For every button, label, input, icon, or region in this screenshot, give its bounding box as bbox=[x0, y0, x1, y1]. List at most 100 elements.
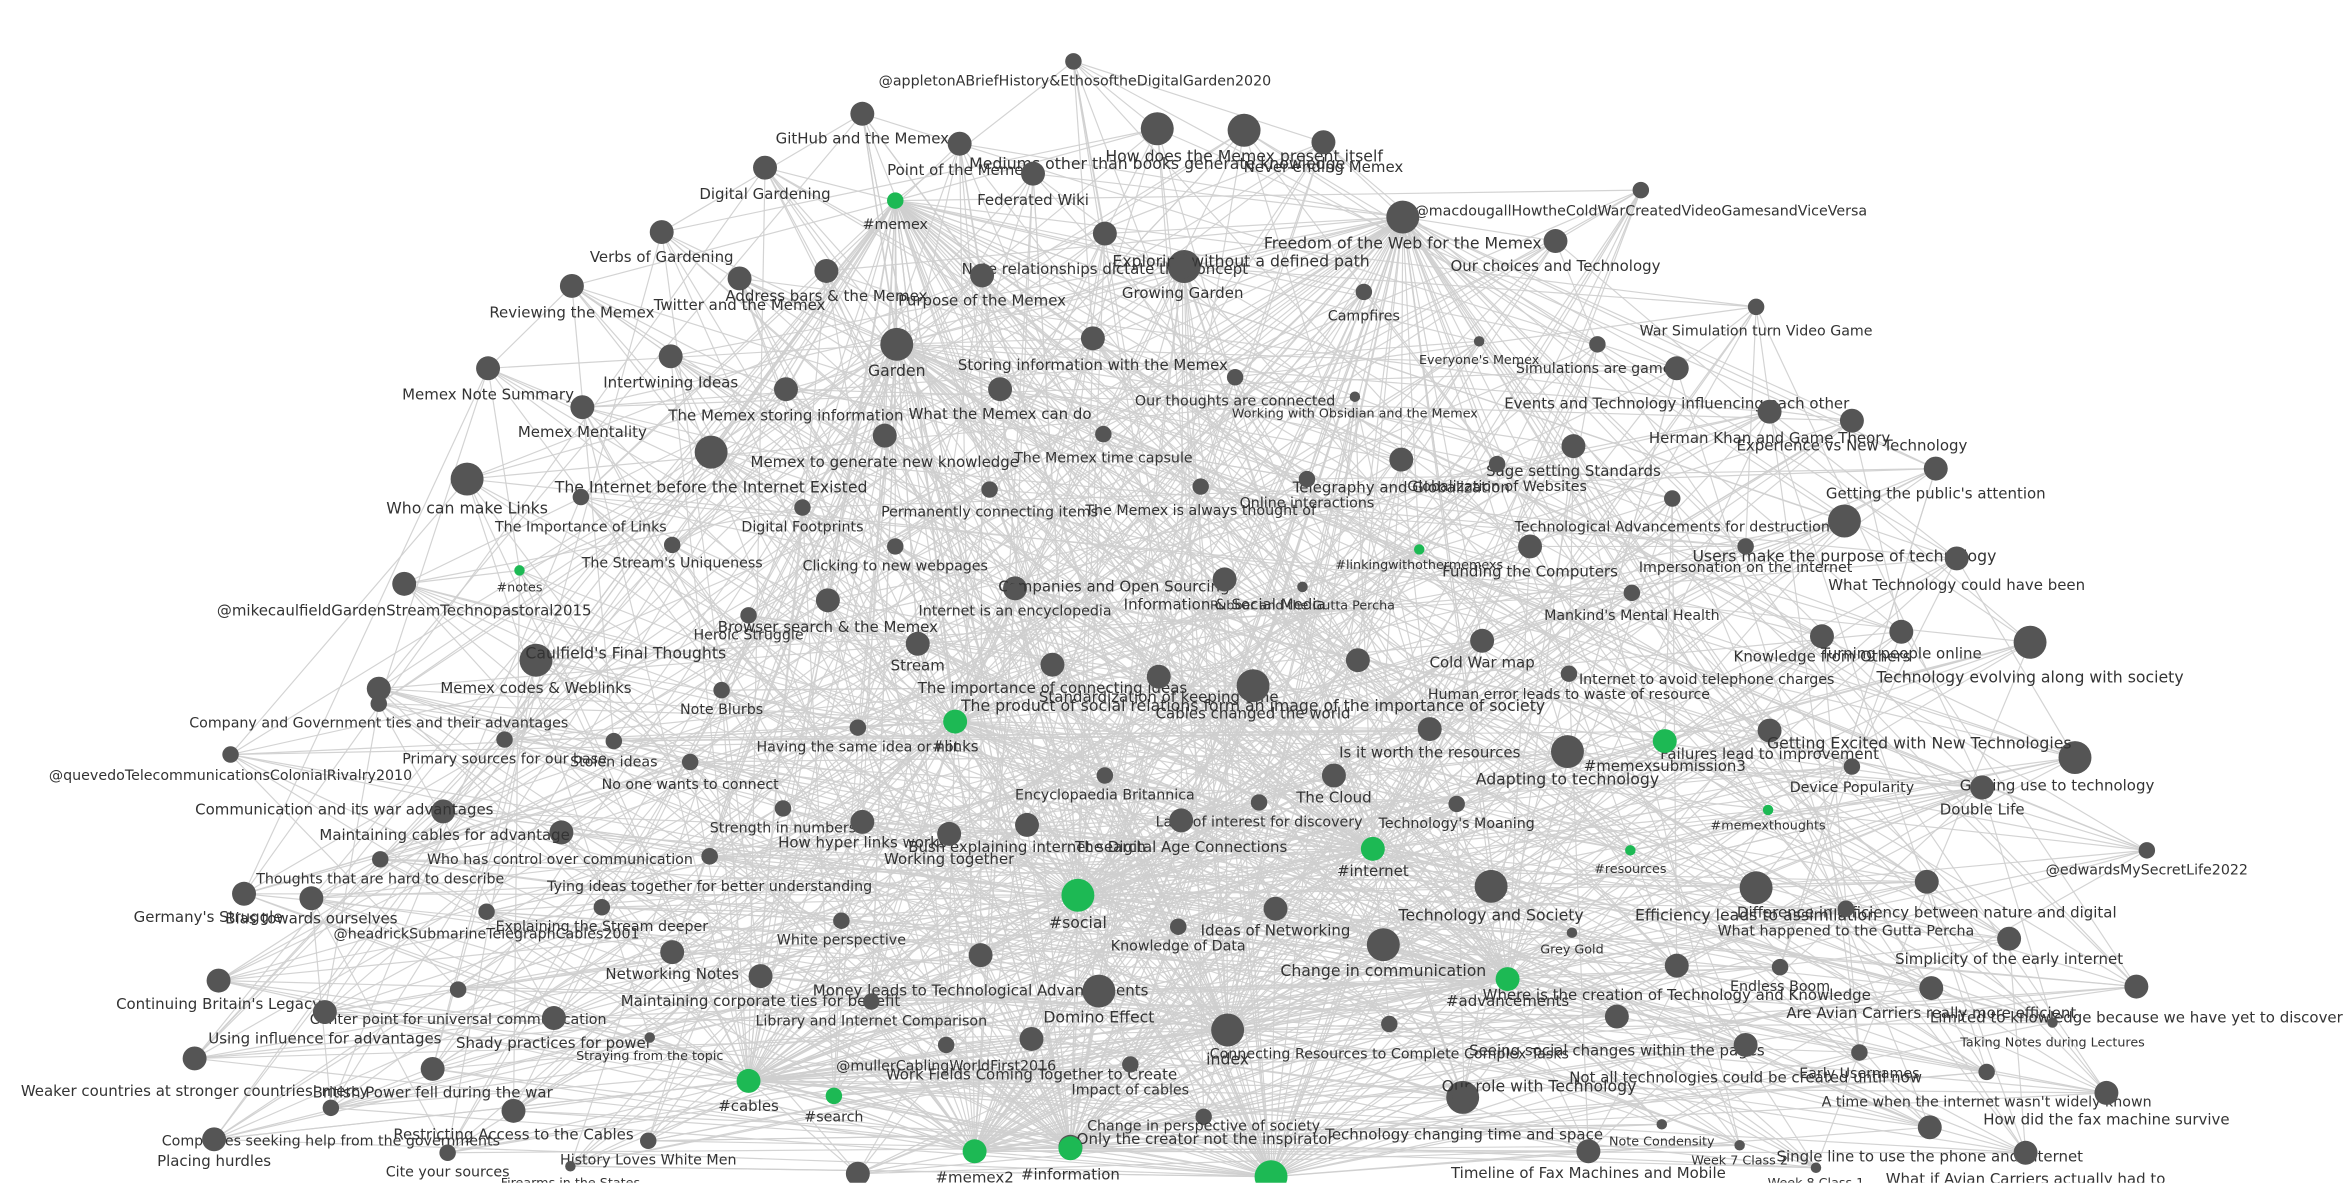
note-node[interactable]: Globalization of Websites bbox=[1407, 455, 1587, 495]
note-node[interactable]: Difference in efficiency between nature … bbox=[1737, 869, 2117, 922]
note-node-dot[interactable] bbox=[1448, 795, 1465, 813]
note-node-dot[interactable] bbox=[644, 1032, 655, 1043]
note-node[interactable]: Weaker countries at stronger countries' … bbox=[21, 1046, 369, 1100]
note-node-dot[interactable] bbox=[1733, 1032, 1758, 1057]
note-node-dot[interactable] bbox=[1211, 1013, 1245, 1047]
note-node[interactable]: Change in perspective of society bbox=[1087, 1108, 1320, 1135]
tag-node-dot[interactable] bbox=[1360, 836, 1385, 861]
note-node-dot[interactable] bbox=[663, 536, 681, 554]
note-node-dot[interactable] bbox=[1311, 130, 1336, 155]
note-node[interactable]: Adapting to technology bbox=[1476, 735, 1659, 788]
note-node-dot[interactable] bbox=[1623, 584, 1641, 602]
note-node[interactable]: Firearms in the States bbox=[501, 1161, 640, 1183]
note-node[interactable]: Online interactions bbox=[1240, 470, 1375, 512]
note-node-dot[interactable] bbox=[1604, 1004, 1629, 1029]
note-node[interactable]: A time when the internet wasn't widely k… bbox=[1822, 1063, 2152, 1111]
note-node[interactable]: What Technology could have been bbox=[1828, 546, 2085, 594]
note-node-dot[interactable] bbox=[880, 327, 914, 361]
note-node[interactable]: Note Blurbs bbox=[680, 681, 763, 718]
note-node[interactable]: Digital Gardening bbox=[699, 155, 831, 203]
note-node[interactable]: GitHub and the Memex bbox=[776, 101, 950, 148]
note-node-dot[interactable] bbox=[222, 746, 239, 763]
tag-node[interactable]: #linkingwithothermemexs bbox=[1335, 544, 1503, 572]
note-node[interactable]: Networking Notes bbox=[605, 940, 739, 983]
note-node[interactable]: Stolen ideas bbox=[570, 732, 657, 771]
note-node[interactable]: How hyper links works bbox=[778, 809, 947, 851]
note-node-dot[interactable] bbox=[1809, 624, 1834, 649]
note-node[interactable]: Device Popularity bbox=[1790, 758, 1914, 796]
note-node-dot[interactable] bbox=[1297, 581, 1308, 593]
note-node[interactable]: The Digital Age Connections bbox=[1074, 808, 1287, 856]
tag-node[interactable]: #links bbox=[932, 709, 979, 756]
note-node[interactable]: Who can make Links bbox=[386, 462, 548, 518]
note-node[interactable]: Work Fields Coming Together to Create bbox=[886, 1027, 1177, 1083]
note-node[interactable]: Week 7 Class 2 bbox=[1691, 1140, 1788, 1168]
note-node[interactable]: Germany's Struggle bbox=[134, 881, 283, 926]
note-node[interactable]: Impact of cables bbox=[1072, 1056, 1190, 1098]
note-node-dot[interactable] bbox=[1757, 718, 1782, 743]
note-node-dot[interactable] bbox=[1839, 408, 1864, 433]
note-node-dot[interactable] bbox=[1192, 478, 1209, 495]
note-node-dot[interactable] bbox=[1236, 669, 1270, 703]
note-node[interactable]: The Cloud bbox=[1295, 763, 1372, 807]
note-node[interactable]: Single line to use the phone and interne… bbox=[1776, 1115, 2083, 1166]
note-node[interactable]: Technology and Society bbox=[1398, 869, 1584, 925]
tag-node-dot[interactable] bbox=[1414, 544, 1425, 555]
note-node-dot[interactable] bbox=[748, 964, 773, 989]
note-node[interactable]: Address bars & the Memex bbox=[725, 258, 928, 305]
note-node-dot[interactable] bbox=[1561, 434, 1586, 459]
note-node-dot[interactable] bbox=[2094, 1080, 2119, 1105]
note-node[interactable]: Point of the Memex bbox=[887, 131, 1032, 179]
note-node[interactable]: Efficiency leads to assimilation bbox=[1635, 871, 1877, 925]
note-node[interactable]: @edwardsMySecretLife2022 bbox=[2046, 842, 2248, 878]
note-node-dot[interactable] bbox=[1065, 53, 1082, 70]
note-node[interactable]: Limited to knowledge because we have yet… bbox=[1930, 974, 2344, 1027]
note-node-dot[interactable] bbox=[701, 848, 718, 865]
note-node[interactable]: Using influence for advantages bbox=[208, 1000, 442, 1047]
note-node-dot[interactable] bbox=[1851, 1044, 1868, 1061]
note-node-dot[interactable] bbox=[937, 1036, 955, 1054]
note-node[interactable]: What if Avian Carriers actually had to bbox=[1886, 1140, 2166, 1183]
note-node-dot[interactable] bbox=[1970, 775, 1995, 800]
note-node[interactable]: The product of social relations form an … bbox=[960, 669, 1545, 715]
note-node[interactable]: Lack of interest for discovery bbox=[1156, 794, 1363, 830]
note-node[interactable]: Everyone's Memex bbox=[1419, 336, 1540, 367]
note-node-dot[interactable] bbox=[1737, 538, 1754, 555]
note-node[interactable]: Explaining the Stream deeper bbox=[496, 899, 709, 935]
note-node-dot[interactable] bbox=[1664, 490, 1681, 507]
note-node-dot[interactable] bbox=[496, 731, 513, 748]
note-node[interactable]: Working with Obsidian and the Memex bbox=[1232, 391, 1478, 421]
note-node[interactable]: Straying from the topic bbox=[576, 1032, 723, 1063]
note-node-dot[interactable] bbox=[981, 481, 998, 498]
note-node[interactable]: index bbox=[1206, 1013, 1249, 1069]
note-node[interactable]: Maintaining corporate ties for benefit bbox=[621, 964, 901, 1010]
note-node-dot[interactable] bbox=[1080, 326, 1105, 351]
note-node[interactable]: Grey Gold bbox=[1540, 927, 1604, 957]
note-node[interactable]: Federated Wiki bbox=[977, 161, 1089, 209]
tag-node-dot[interactable] bbox=[962, 1139, 987, 1164]
note-node[interactable]: The Memex time capsule bbox=[1013, 425, 1193, 467]
note-node-dot[interactable] bbox=[501, 1098, 526, 1123]
tag-node[interactable]: #information bbox=[1021, 1136, 1120, 1183]
note-node[interactable]: Mankind's Mental Health bbox=[1544, 584, 1720, 624]
note-node[interactable]: The importance of connecting ideas bbox=[917, 652, 1188, 697]
tag-node-dot[interactable] bbox=[1254, 1160, 1288, 1183]
note-node[interactable]: Are Avian Carriers really more efficient bbox=[1786, 976, 2076, 1022]
note-node-dot[interactable] bbox=[541, 1006, 566, 1031]
note-node-dot[interactable] bbox=[887, 538, 904, 555]
note-node-dot[interactable] bbox=[1488, 455, 1506, 473]
tag-node-dot[interactable] bbox=[1762, 804, 1774, 816]
note-node[interactable]: Heroic Struggle bbox=[693, 607, 804, 643]
note-node-dot[interactable] bbox=[988, 377, 1013, 402]
tag-node-dot[interactable] bbox=[943, 709, 968, 734]
note-node-dot[interactable] bbox=[312, 1000, 337, 1025]
note-node[interactable]: Change in communication bbox=[1280, 928, 1486, 980]
tag-node-dot[interactable] bbox=[825, 1087, 843, 1105]
note-node-dot[interactable] bbox=[1837, 900, 1855, 917]
note-node-dot[interactable] bbox=[299, 886, 324, 911]
note-node[interactable]: Not all technologies could be created un… bbox=[1569, 1032, 1922, 1086]
note-node-dot[interactable] bbox=[1576, 1139, 1601, 1164]
note-node-dot[interactable] bbox=[1452, 1086, 1477, 1111]
note-node-dot[interactable] bbox=[872, 423, 897, 448]
